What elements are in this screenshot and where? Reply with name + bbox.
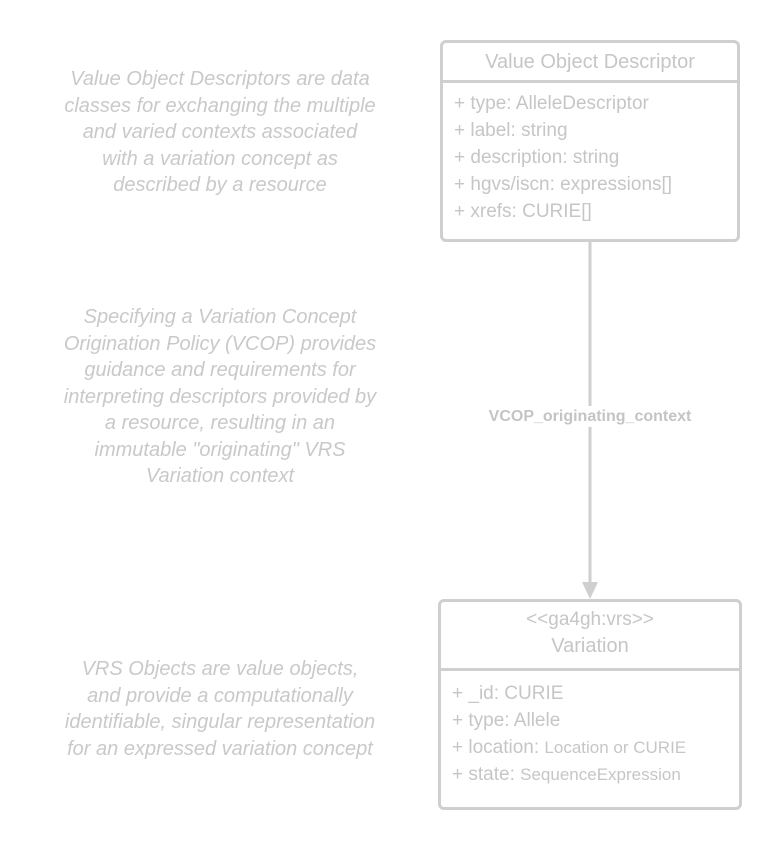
attribute-name: + xrefs: — [454, 201, 523, 222]
value-object-descriptor-class[interactable]: Value Object Descriptor + type: AlleleDe… — [440, 40, 740, 242]
attribute-list: + type: AlleleDescriptor + label: string… — [443, 83, 737, 225]
attribute-name: + type: — [454, 93, 516, 114]
class-title: Value Object Descriptor — [485, 51, 695, 73]
attribute-type: + type: Allele — [452, 707, 739, 734]
attribute-type-value: Location or CURIE — [544, 738, 687, 757]
note-line: described by a resource — [113, 174, 327, 196]
attribute-name: + location: — [452, 737, 545, 758]
attribute-label: + label: string — [454, 117, 737, 144]
arrowhead-icon — [582, 582, 598, 599]
attribute-type-value: CURIE — [504, 683, 564, 704]
attribute-name: + type: — [452, 710, 514, 731]
connector-label: VCOP_originating_context — [440, 406, 740, 427]
attribute-hgvs-iscn: + hgvs/iscn: expressions[] — [454, 171, 737, 198]
note-line: classes for exchanging the multiple — [64, 94, 376, 117]
note-line: guidance and requirements for — [84, 359, 356, 381]
note-vcop: Specifying a Variation Concept Originati… — [40, 304, 400, 490]
attribute-type-value: expressions[] — [560, 174, 673, 195]
attribute-list: + _id: CURIE + type: Allele + location: … — [441, 671, 739, 788]
note-line: Variation context — [145, 465, 295, 487]
note-line: immutable "originating" VRS — [94, 438, 346, 461]
attribute-type: + type: AlleleDescriptor — [454, 90, 737, 117]
note-line: Specifying a Variation Concept — [83, 306, 357, 328]
attribute-location: + location: Location or CURIE — [452, 734, 739, 761]
attribute-name: + state: — [452, 764, 521, 785]
attribute-name: + label: — [454, 120, 522, 141]
attribute-type-value: string — [572, 147, 620, 168]
attribute-type-value: SequenceExpression — [520, 765, 681, 784]
attribute-type-value: Allele — [513, 710, 561, 731]
attribute-xrefs: + xrefs: CURIE[] — [454, 198, 737, 225]
note-line: and varied contexts associated — [82, 121, 358, 143]
note-line: identifiable, singular representation — [64, 711, 376, 733]
note-line: Origination Policy (VCOP) provides — [63, 332, 377, 355]
note-line: interpreting descriptors provided by — [63, 385, 377, 408]
class-header: Value Object Descriptor — [443, 43, 737, 83]
attribute-name: + description: — [454, 147, 573, 168]
class-stereotype: <<ga4gh:vrs>> — [526, 609, 654, 630]
note-vrs-objects: VRS Objects are value objects, and provi… — [40, 656, 400, 762]
attribute-state: + state: SequenceExpression — [452, 761, 739, 788]
attribute-description: + description: string — [454, 144, 737, 171]
attribute-type-value: string — [521, 120, 568, 141]
note-value-object-descriptors: Value Object Descriptors are data classe… — [40, 66, 400, 199]
note-line: with a variation concept as — [102, 147, 338, 170]
note-line: for an expressed variation concept — [67, 737, 373, 760]
attribute-type-value: AlleleDescriptor — [515, 93, 649, 114]
class-header: <<ga4gh:vrs>> Variation — [441, 602, 739, 671]
note-line: a resource, resulting in an — [104, 412, 336, 434]
class-title: Variation — [551, 635, 629, 657]
connector-label-text: VCOP_originating_context — [486, 406, 694, 427]
attribute-name: + hgvs/iscn: — [454, 174, 561, 195]
note-line: VRS Objects are value objects, — [81, 658, 359, 680]
variation-class[interactable]: <<ga4gh:vrs>> Variation + _id: CURIE + t… — [438, 599, 742, 810]
attribute-type-value: CURIE[] — [522, 201, 592, 222]
note-line: and provide a computationally — [87, 684, 353, 707]
attribute-id: + _id: CURIE — [452, 680, 739, 707]
attribute-name: + _id: — [452, 683, 505, 704]
note-line: Value Object Descriptors are data — [70, 68, 370, 90]
